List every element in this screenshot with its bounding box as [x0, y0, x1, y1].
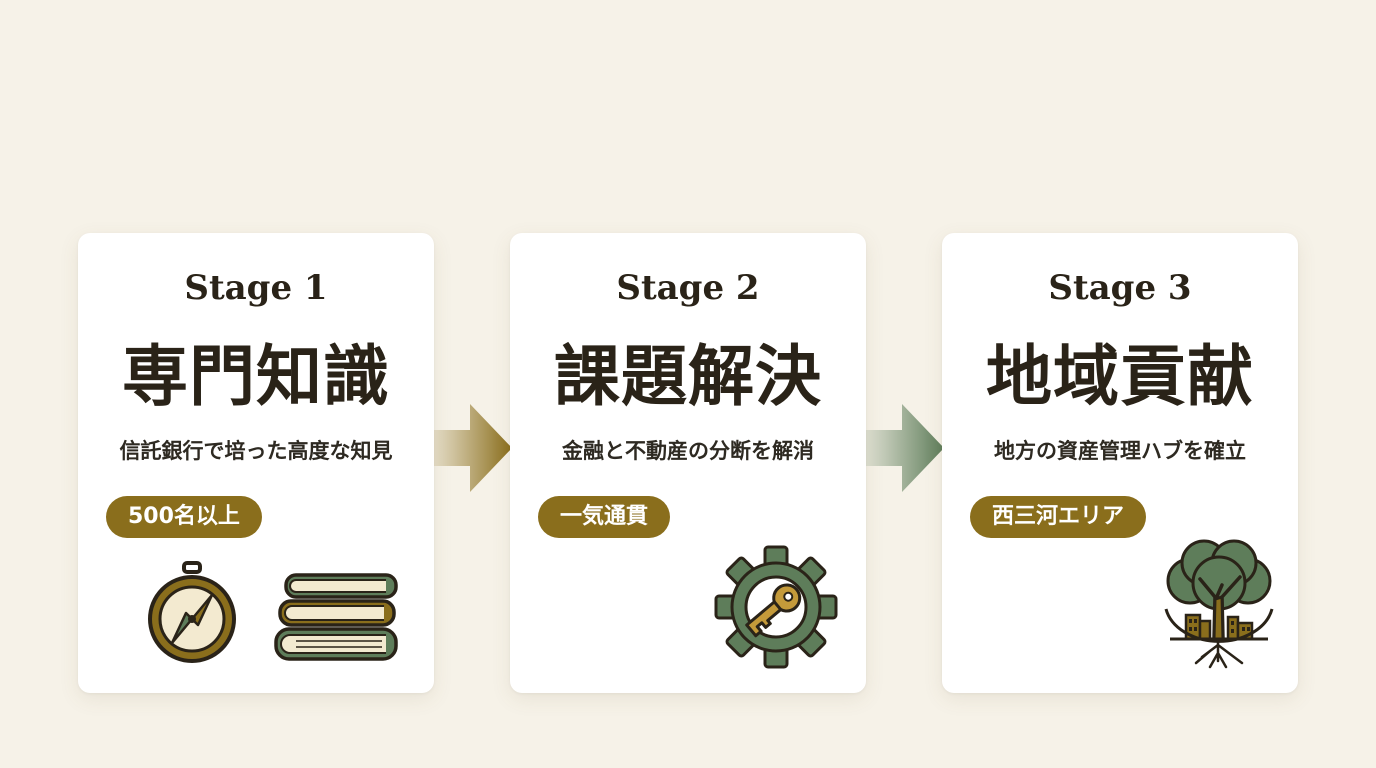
stage-description: 金融と不動産の分断を解消	[562, 439, 814, 463]
books-icon	[274, 573, 398, 661]
stage-card-1: Stage 1 専門知識 信託銀行で培った高度な知見 500名以上	[78, 233, 434, 693]
stage-title: 課題解決	[554, 337, 822, 415]
stage-title: 専門知識	[122, 337, 390, 415]
arrow-icon	[434, 404, 512, 492]
stage-label: Stage 2	[616, 268, 760, 308]
stage-badge: 一気通貫	[538, 496, 671, 538]
stage-description: 信託銀行で培った高度な知見	[119, 439, 393, 463]
stage-card-3: Stage 3 地域貢献 地方の資産管理ハブを確立 西三河エリア	[942, 233, 1298, 693]
compass-icon	[148, 561, 236, 663]
stage-badge: 500名以上	[106, 496, 262, 538]
stage-label: Stage 1	[184, 268, 328, 308]
stage-label: Stage 3	[1048, 268, 1192, 308]
stage-badge: 西三河エリア	[970, 496, 1147, 538]
arrow-icon	[866, 404, 944, 492]
gear-key-icon	[714, 545, 838, 669]
stage-card-2: Stage 2 課題解決 金融と不動産の分断を解消 一気通貫	[510, 233, 866, 693]
stage-description: 地方の資産管理ハブを確立	[994, 439, 1246, 463]
stage-title: 地域貢献	[986, 337, 1254, 415]
tree-city-icon	[1164, 539, 1274, 669]
